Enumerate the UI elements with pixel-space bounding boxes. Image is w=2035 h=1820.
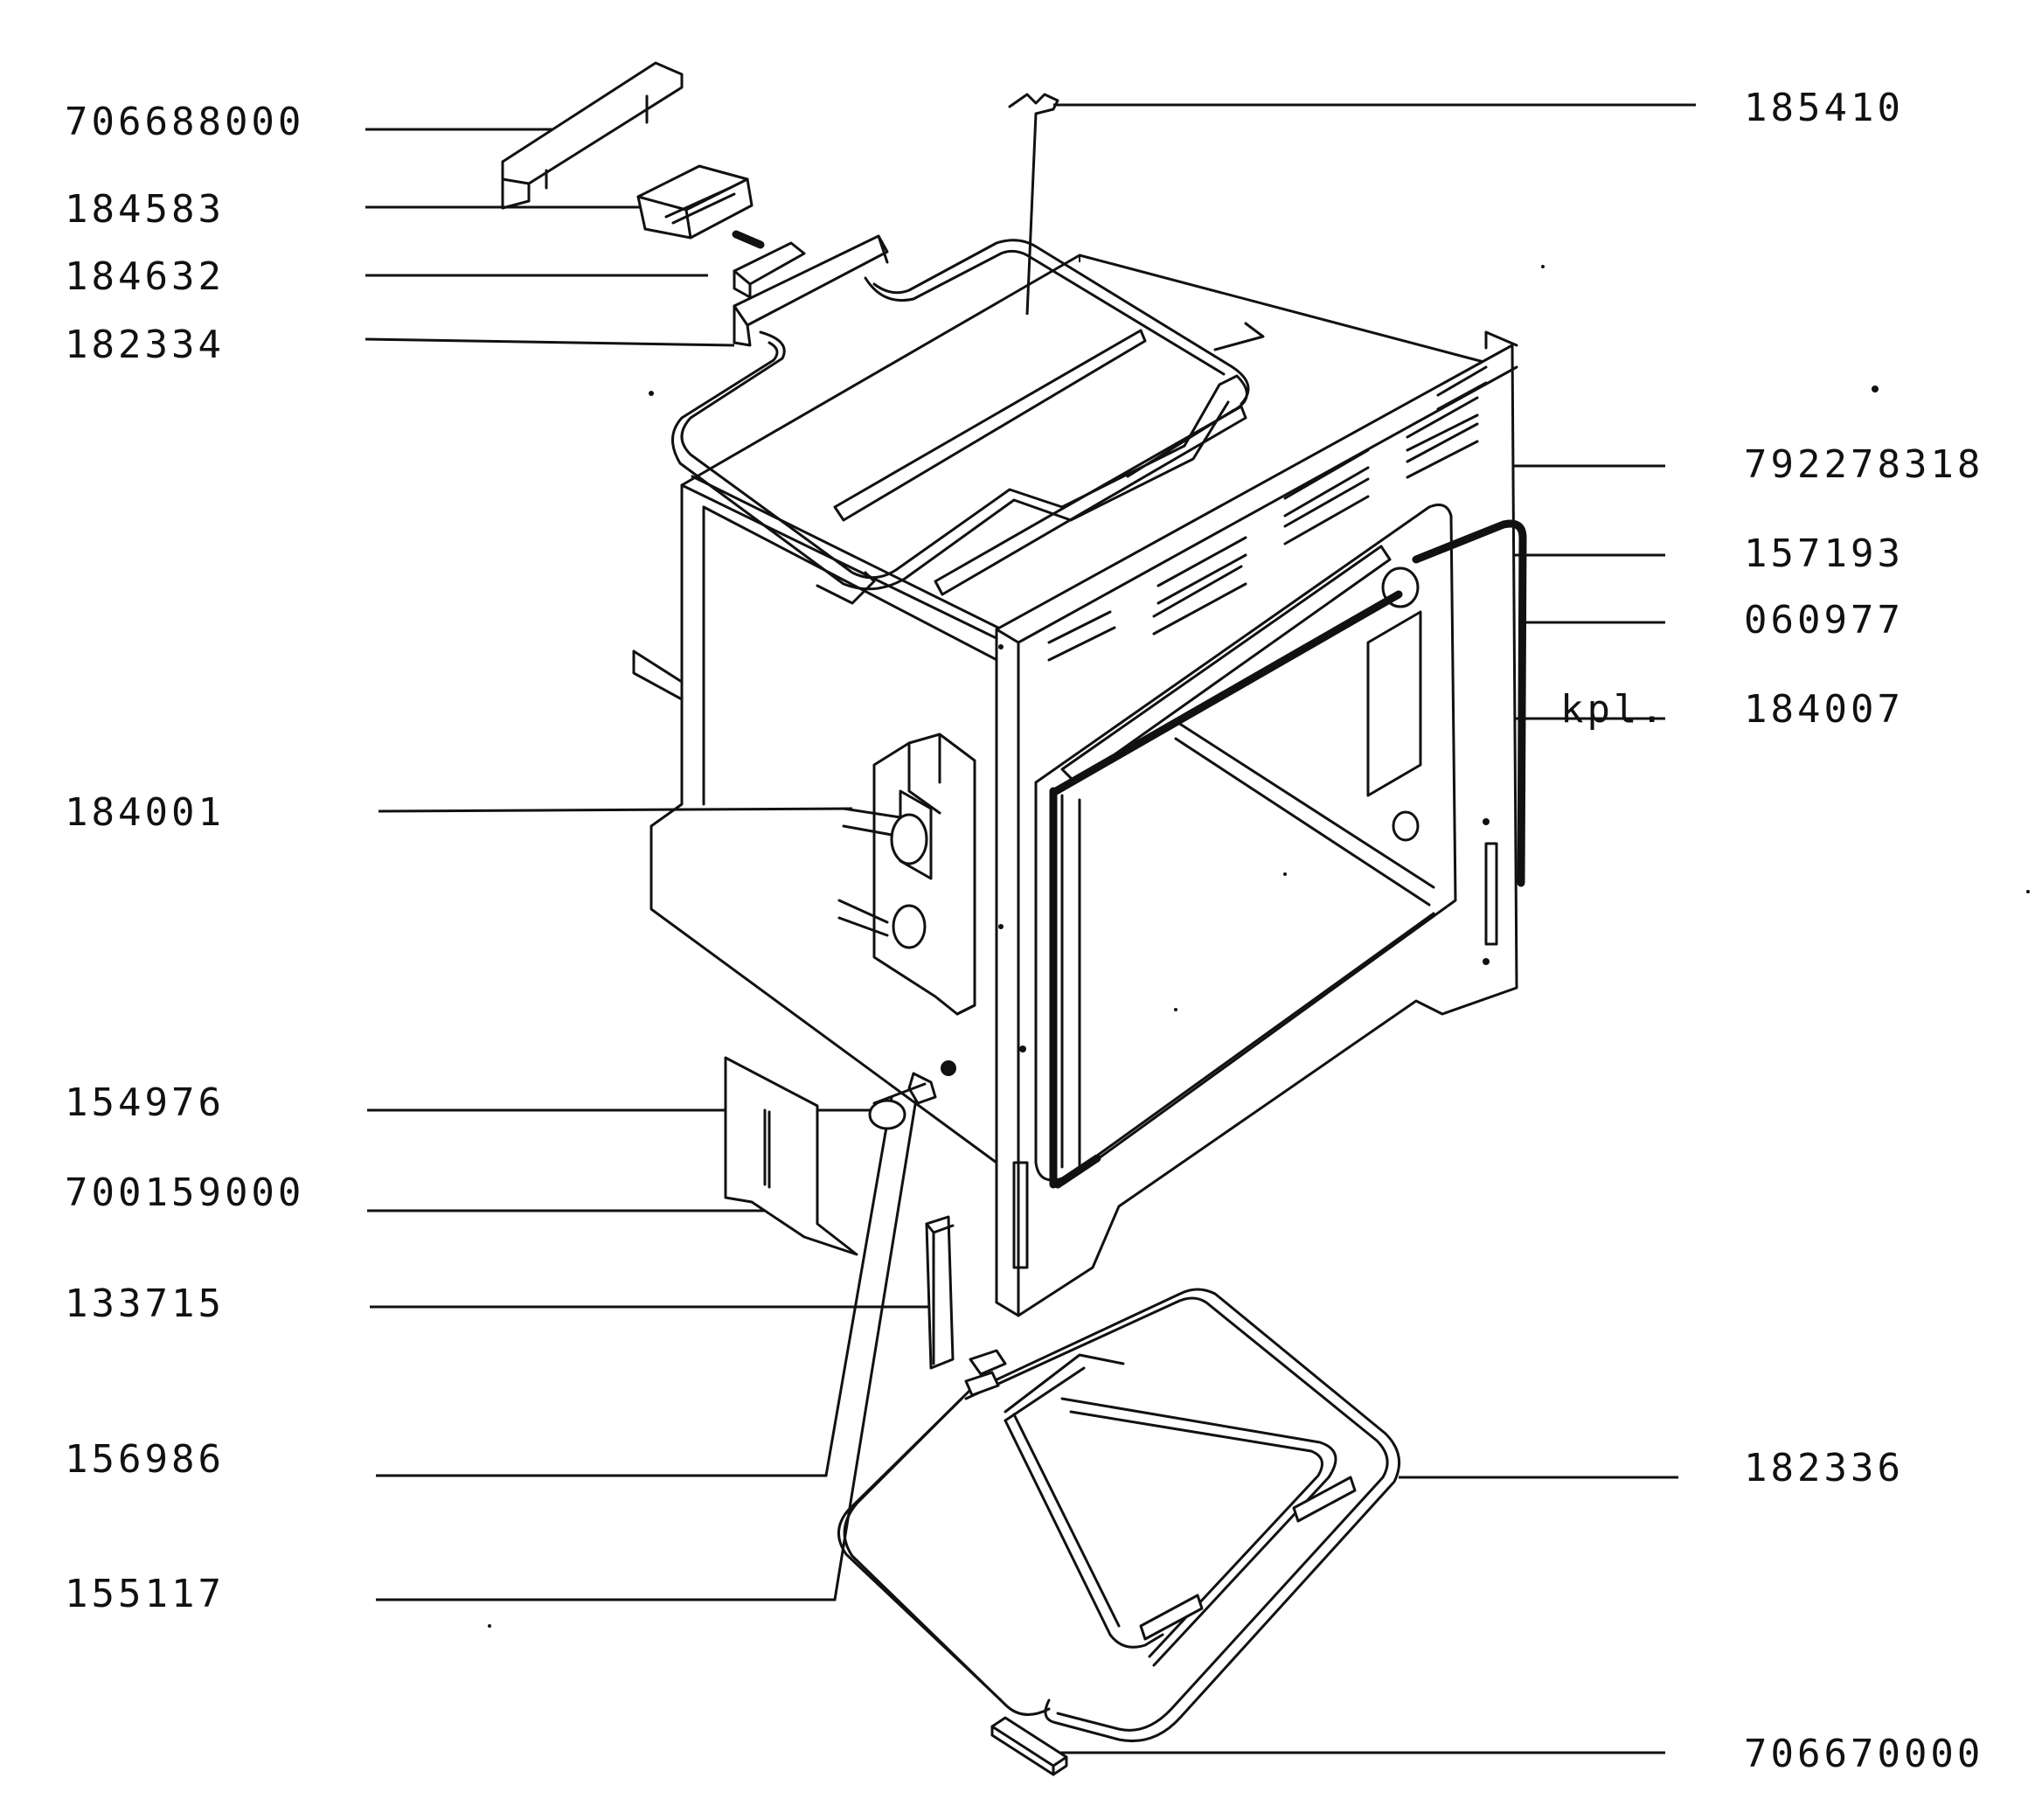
label-184007: 184007	[1744, 687, 1904, 732]
part-182336-bottom-element	[837, 1288, 1401, 1743]
part-184632-clamp	[733, 241, 806, 299]
label-706688000: 706688000	[65, 100, 305, 144]
label-182336: 182336	[1744, 1446, 1904, 1490]
part-182334-plate	[733, 234, 889, 347]
part-792278318-front-frame	[995, 330, 1518, 1317]
label-kpl-annotation: kpl.	[1560, 687, 1667, 732]
part-133715-bar	[925, 1215, 955, 1370]
part-706688000-bracket	[501, 61, 684, 210]
label-184583: 184583	[65, 187, 225, 232]
part-184001-control-assembly	[837, 733, 976, 1016]
label-700159000: 700159000	[65, 1170, 305, 1215]
top-heating-element	[671, 239, 1265, 605]
label-185410: 185410	[1744, 86, 1904, 130]
label-156986: 156986	[65, 1437, 225, 1482]
specks	[488, 265, 2030, 1628]
part-060977-gasket	[1049, 519, 1527, 1189]
oven-top-panel	[680, 254, 1505, 644]
part-706670000-bracket	[990, 1716, 1068, 1776]
part-154976-sensor	[868, 1060, 956, 1130]
label-155117: 155117	[65, 1572, 225, 1616]
part-184583-switch	[636, 164, 765, 249]
label-157193: 157193	[1744, 531, 1904, 576]
label-133715: 133715	[65, 1282, 225, 1326]
label-182334: 182334	[65, 323, 225, 367]
part-700159000-cover	[724, 1056, 858, 1256]
label-184001: 184001	[65, 790, 225, 835]
label-184632: 184632	[65, 254, 225, 299]
label-706670000: 706670000	[1744, 1732, 1984, 1776]
oven-left-side-panel	[632, 483, 1007, 1164]
part-185410-clip	[1008, 93, 1059, 115]
label-154976: 154976	[65, 1080, 225, 1125]
label-060977: 060977	[1744, 598, 1904, 643]
label-792278318: 792278318	[1744, 442, 1984, 487]
